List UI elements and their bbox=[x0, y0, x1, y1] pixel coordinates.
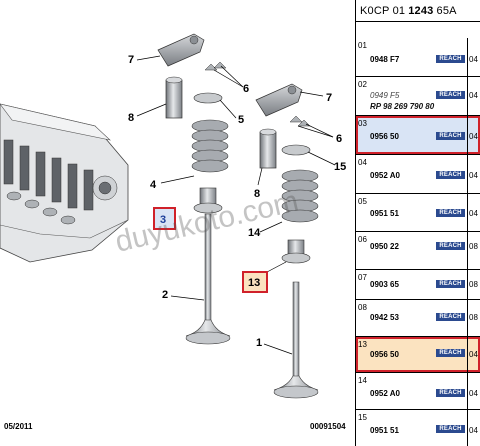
row-number: 07 bbox=[358, 273, 367, 282]
row-number: 13 bbox=[358, 340, 367, 349]
callout-5: 5 bbox=[238, 114, 244, 126]
callout-8: 8 bbox=[128, 112, 134, 124]
quantity: 04 bbox=[469, 55, 478, 64]
callout-1: 1 bbox=[256, 337, 262, 349]
panel-header: K0CP 01 1243 65A bbox=[356, 0, 480, 22]
column-divider bbox=[467, 373, 468, 409]
quantity: 08 bbox=[469, 280, 478, 289]
parts-row-05[interactable]: 05 0951 51 REACH 04 bbox=[356, 194, 480, 232]
reach-badge: REACH bbox=[436, 280, 465, 288]
parts-row-14[interactable]: 14 0952 A0 REACH 04 bbox=[356, 373, 480, 410]
column-divider bbox=[467, 77, 468, 115]
reach-badge: REACH bbox=[436, 313, 465, 321]
callout-2: 2 bbox=[162, 289, 168, 301]
parts-row-15[interactable]: 15 0951 51 REACH 04 bbox=[356, 410, 480, 446]
reach-badge: REACH bbox=[436, 55, 465, 63]
parts-row-07[interactable]: 07 0903 65 REACH 08 bbox=[356, 270, 480, 300]
callout-7: 7 bbox=[128, 54, 134, 66]
quantity: 04 bbox=[469, 389, 478, 398]
callout-7-right: 7 bbox=[326, 92, 332, 104]
reach-badge: REACH bbox=[436, 425, 465, 433]
row-number: 04 bbox=[358, 158, 367, 167]
right-valve-assembly bbox=[255, 83, 319, 399]
part-number: 0950 22 bbox=[370, 242, 399, 251]
callout-6: 6 bbox=[243, 83, 249, 95]
quantity: 08 bbox=[469, 313, 478, 322]
parts-list-panel: K0CP 01 1243 65A 01 0948 F7 REACH 04 02 … bbox=[355, 0, 480, 446]
quantity: 04 bbox=[469, 426, 478, 435]
callout-3: 3 bbox=[160, 214, 166, 226]
callout-6-right: 6 bbox=[336, 133, 342, 145]
reach-badge: REACH bbox=[436, 171, 465, 179]
left-valve-assembly bbox=[157, 33, 231, 345]
footer-drawing-number: 00091504 bbox=[310, 422, 346, 431]
part-number: 0951 51 bbox=[370, 426, 399, 435]
reach-badge: REACH bbox=[436, 242, 465, 250]
column-divider bbox=[467, 337, 468, 372]
reach-badge: REACH bbox=[436, 132, 465, 140]
reach-badge: REACH bbox=[436, 91, 465, 99]
part-number: 0903 65 bbox=[370, 280, 399, 289]
row-number: 08 bbox=[358, 303, 367, 312]
column-divider bbox=[467, 194, 468, 231]
row-number: 02 bbox=[358, 80, 367, 89]
parts-row-01[interactable]: 01 0948 F7 REACH 04 bbox=[356, 38, 480, 77]
quantity: 04 bbox=[469, 91, 478, 100]
row-number: 01 bbox=[358, 41, 367, 50]
parts-row-03[interactable]: 03 0956 50 REACH 04 bbox=[356, 116, 480, 155]
callout-4: 4 bbox=[150, 179, 157, 191]
callout-15: 15 bbox=[334, 161, 346, 173]
replacement-reference: RP 98 269 790 80 bbox=[370, 102, 435, 111]
column-divider bbox=[467, 270, 468, 299]
part-number: 0956 50 bbox=[370, 132, 399, 141]
callout-14: 14 bbox=[248, 227, 261, 239]
row-number: 15 bbox=[358, 413, 367, 422]
reach-badge: REACH bbox=[436, 349, 465, 357]
header-prefix: K0CP 01 bbox=[360, 4, 406, 17]
column-divider bbox=[467, 410, 468, 446]
quantity: 04 bbox=[469, 350, 478, 359]
callout-13-box[interactable] bbox=[242, 271, 268, 293]
exploded-parts-diagram: 7 6 8 5 4 2 7 6 8 15 14 1 3 13 duyukoto.… bbox=[0, 33, 346, 431]
reach-badge: REACH bbox=[436, 209, 465, 217]
parts-row-04[interactable]: 04 0952 A0 REACH 04 bbox=[356, 155, 480, 194]
reach-badge: REACH bbox=[436, 389, 465, 397]
row-number: 03 bbox=[358, 119, 367, 128]
parts-row-08[interactable]: 08 0942 53 REACH 08 bbox=[356, 300, 480, 337]
header-code: 1243 bbox=[408, 4, 434, 17]
row-number: 14 bbox=[358, 376, 367, 385]
callout-8-right: 8 bbox=[254, 188, 260, 200]
part-number: 0948 F7 bbox=[370, 55, 400, 64]
row-number: 06 bbox=[358, 235, 367, 244]
part-number: 0951 51 bbox=[370, 209, 399, 218]
parts-row-02[interactable]: 02 0949 F5 REACH 04 RP 98 269 790 80 bbox=[356, 77, 480, 116]
column-divider bbox=[467, 300, 468, 336]
leader-lines bbox=[136, 55, 336, 355]
callout-13: 13 bbox=[248, 277, 260, 289]
column-divider bbox=[467, 38, 468, 76]
quantity: 08 bbox=[469, 242, 478, 251]
quantity: 04 bbox=[469, 209, 478, 218]
part-number: 0952 A0 bbox=[370, 389, 400, 398]
callout-3-box[interactable] bbox=[153, 207, 176, 230]
cylinder-head-illustration bbox=[0, 103, 129, 263]
row-number: 05 bbox=[358, 197, 367, 206]
part-number: 0949 F5 bbox=[370, 91, 400, 100]
part-number: 0942 53 bbox=[370, 313, 399, 322]
header-suffix: 65A bbox=[436, 4, 457, 17]
quantity: 04 bbox=[469, 171, 478, 180]
column-divider bbox=[467, 155, 468, 193]
part-number: 0952 A0 bbox=[370, 171, 400, 180]
footer-date: 05/2011 bbox=[4, 422, 33, 431]
parts-row-06[interactable]: 06 0950 22 REACH 08 bbox=[356, 232, 480, 270]
part-number: 0956 50 bbox=[370, 350, 399, 359]
column-divider bbox=[467, 116, 468, 154]
column-divider bbox=[467, 232, 468, 269]
parts-row-13[interactable]: 13 0956 50 REACH 04 bbox=[356, 337, 480, 373]
quantity: 04 bbox=[469, 132, 478, 141]
